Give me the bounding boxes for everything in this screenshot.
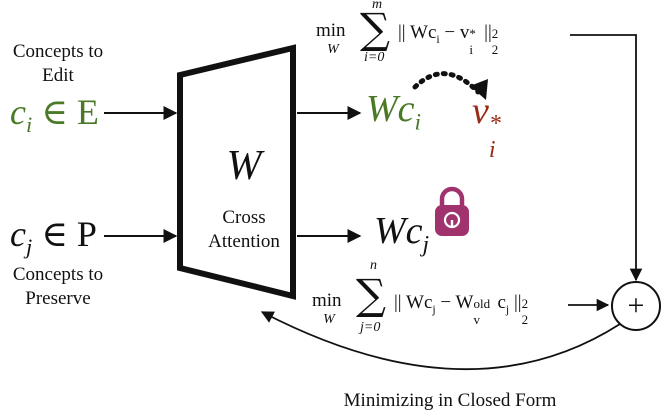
preserve-concepts-symbol: cj ∈ P [10,214,97,260]
target-dotted-arrow [412,71,481,95]
preserve-concepts-label: Concepts to Preserve [12,264,104,309]
target-value: v*i [472,90,501,163]
feedback-arrow [260,311,621,370]
preserved-output: Wcj [374,210,430,258]
weight-symbol: W [226,143,262,189]
cross-attention-label: Cross Attention [208,207,280,252]
combine-node [611,281,661,331]
edit-concepts-label: Concepts to Edit [12,41,104,86]
edit-concepts-symbol: ci ∈ E [10,92,99,138]
edited-output: Wci [366,88,422,136]
lock-icon [435,186,469,236]
cross-attention-block [177,44,296,300]
target-arrowhead [470,79,488,100]
plus-symbol: + [627,289,645,322]
closed-form-caption: Minimizing in Closed Form [343,390,557,411]
edit-objective-line [570,34,643,282]
